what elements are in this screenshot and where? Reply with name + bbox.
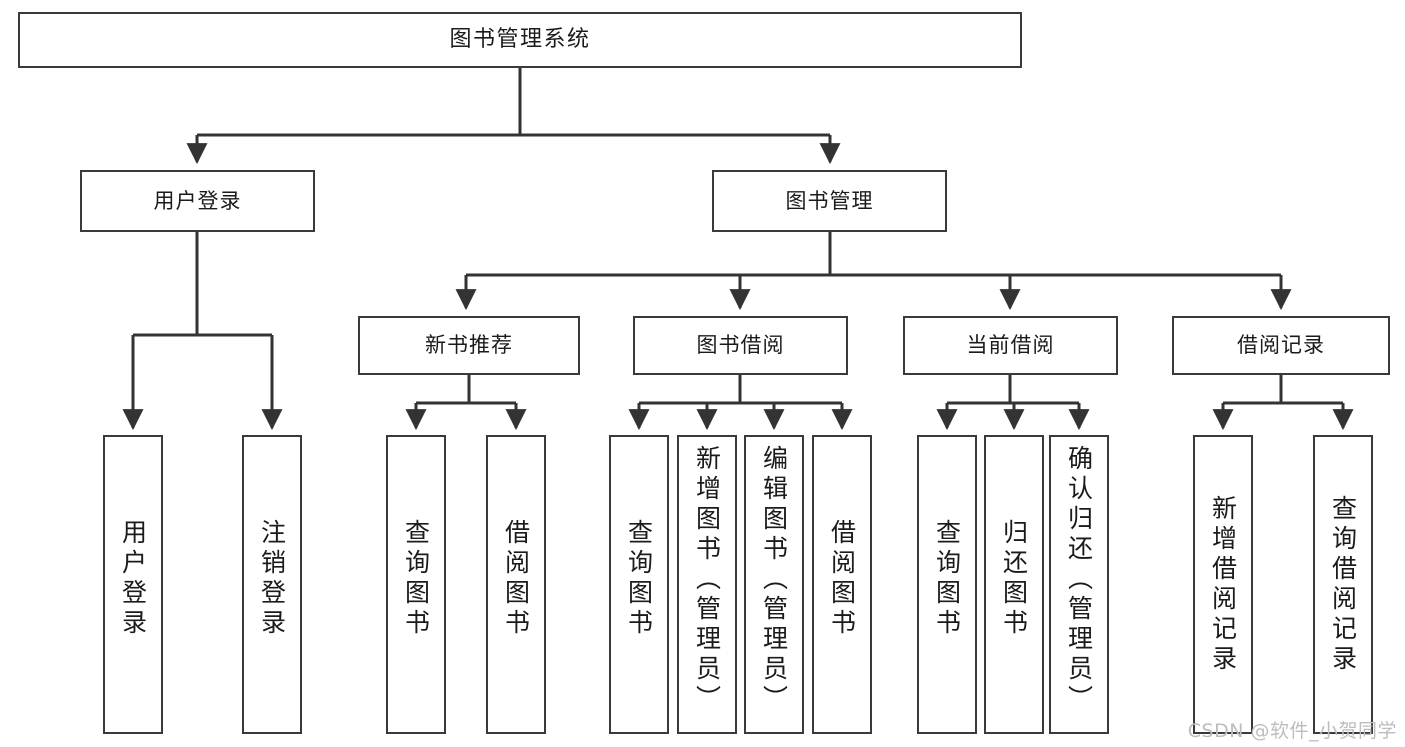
node-label: 查询图书 (932, 519, 962, 639)
leaf-confirm-return-admin[interactable]: 确认归还（管理员） (1049, 435, 1109, 734)
node-label: 归还图书 (999, 519, 1029, 639)
leaf-query-book-2[interactable]: 查询图书 (609, 435, 669, 734)
node-label: 借阅图书 (827, 519, 857, 639)
node-root-book-management-system[interactable]: 图书管理系统 (18, 12, 1022, 68)
leaf-edit-book-admin[interactable]: 编辑图书（管理员） (744, 435, 804, 734)
node-label: 图书管理 (785, 188, 874, 213)
leaf-add-borrow-record[interactable]: 新增借阅记录 (1193, 435, 1253, 734)
node-book-borrowing[interactable]: 图书借阅 (633, 316, 848, 375)
node-label: 用户登录 (118, 519, 148, 639)
leaf-add-book-admin[interactable]: 新增图书（管理员） (677, 435, 737, 734)
node-label: 注销登录 (257, 519, 287, 639)
node-borrowing-record[interactable]: 借阅记录 (1172, 316, 1390, 375)
node-label: 新增借阅记录 (1208, 495, 1238, 675)
node-new-book-recommendation[interactable]: 新书推荐 (358, 316, 580, 375)
node-label: 确认归还（管理员） (1064, 445, 1094, 715)
leaf-borrow-book-2[interactable]: 借阅图书 (812, 435, 872, 734)
node-current-borrowing[interactable]: 当前借阅 (903, 316, 1118, 375)
node-label: 借阅图书 (501, 519, 531, 639)
node-label: 借阅记录 (1237, 333, 1325, 358)
leaf-query-book-1[interactable]: 查询图书 (386, 435, 446, 734)
node-label: 图书借阅 (696, 333, 785, 358)
node-label: 新增图书（管理员） (692, 445, 722, 715)
node-label: 查询图书 (401, 519, 431, 639)
node-book-management[interactable]: 图书管理 (712, 170, 947, 232)
leaf-return-book[interactable]: 归还图书 (984, 435, 1044, 734)
node-label: 编辑图书（管理员） (759, 445, 789, 715)
node-label: 用户登录 (153, 188, 242, 213)
leaf-query-borrow-record[interactable]: 查询借阅记录 (1313, 435, 1373, 734)
node-label: 查询图书 (624, 519, 654, 639)
leaf-logout[interactable]: 注销登录 (242, 435, 302, 734)
leaf-query-book-3[interactable]: 查询图书 (917, 435, 977, 734)
leaf-borrow-book-1[interactable]: 借阅图书 (486, 435, 546, 734)
leaf-user-login[interactable]: 用户登录 (103, 435, 163, 734)
node-label: 当前借阅 (966, 333, 1055, 358)
node-user-login[interactable]: 用户登录 (80, 170, 315, 232)
node-label: 新书推荐 (425, 333, 513, 358)
node-label: 查询借阅记录 (1328, 495, 1358, 675)
node-label: 图书管理系统 (449, 27, 591, 53)
